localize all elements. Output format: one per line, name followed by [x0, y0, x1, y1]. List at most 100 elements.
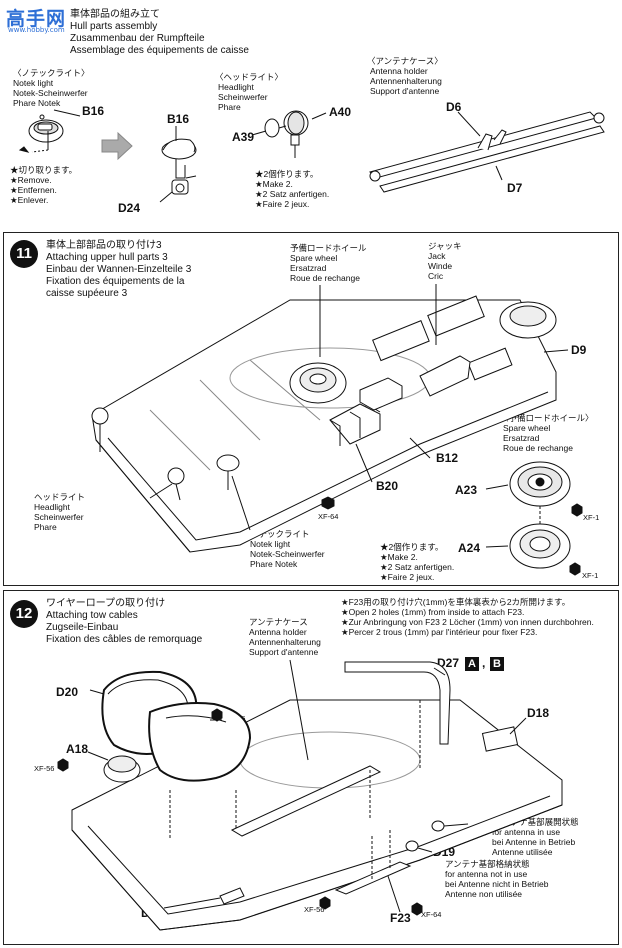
headlight11-jp: ヘッドライト — [34, 492, 86, 502]
make2-fr: ★Faire 2 jeux. — [255, 199, 310, 209]
notek-fr: Phare Notek — [13, 98, 61, 108]
antenna-rail-drawing — [369, 111, 605, 193]
part-b16-b: B16 — [167, 112, 190, 126]
paint-xf1-a: XF-1 — [583, 513, 600, 522]
make2-11-en: ★Make 2. — [380, 552, 418, 562]
variant-b-badge: B — [490, 657, 504, 671]
remove-de: ★Entfernen. — [10, 185, 57, 195]
jack-jp: ジャッキ — [428, 241, 462, 251]
make2-11-fr: ★Faire 2 jeux. — [380, 572, 435, 582]
paint-xf1-b: XF-1 — [582, 571, 599, 580]
drill-note-de: ★Zur Anbringung von F23 2 Löcher (1mm) v… — [341, 617, 594, 627]
part-d27: D27 — [437, 656, 460, 670]
paint-xf64-step11: XF-64 — [318, 512, 339, 521]
top-title-fr: Assemblage des équipements de caisse — [70, 45, 249, 56]
spare-wheel2-fr: Roue de rechange — [503, 443, 573, 453]
part-b16-a: B16 — [82, 104, 105, 118]
part-a23: A23 — [455, 483, 478, 497]
step12-title-en: Attaching tow cables — [46, 610, 138, 621]
make2-de: ★2 Satz anfertigen. — [255, 189, 330, 199]
part-d15: D15 — [141, 906, 164, 920]
part-d9: D9 — [571, 343, 587, 357]
notek11-de: Notek-Scheinwerfer — [250, 549, 325, 559]
step12-title-jp: ワイヤーロープの取り付け — [46, 598, 166, 609]
antenna-notuse-fr: Antenne non utilisée — [445, 889, 523, 899]
antenna-fr: Support d'antenne — [370, 86, 440, 96]
antenna-jp: 〈アンテナケース〉 — [367, 56, 443, 66]
spare-wheel-de: Ersatzrad — [290, 263, 327, 273]
paint-xf64-step12: XF-64 — [421, 910, 442, 919]
variant-a-badge: A — [465, 657, 479, 671]
part-a40: A40 — [329, 105, 352, 119]
part-b12: B12 — [436, 451, 459, 465]
headlight11-de: Scheinwerfer — [34, 512, 84, 522]
step11-title-fr1: Fixation des équipements de la — [46, 276, 185, 287]
part-a39: A39 — [232, 130, 255, 144]
antenna-use-fr: Antenne utilisée — [492, 847, 553, 857]
step12-title-de: Zugseile-Einbau — [46, 622, 119, 633]
top-title-jp: 車体部品の組み立て — [70, 9, 160, 20]
antenna-de: Antennenhalterung — [370, 76, 442, 86]
make2-en: ★Make 2. — [255, 179, 293, 189]
remove-en: ★Remove. — [10, 175, 52, 185]
antenna12-fr: Support d'antenne — [249, 647, 319, 657]
antenna12-en: Antenna holder — [249, 627, 307, 637]
spare-wheel-fr: Roue de rechange — [290, 273, 360, 283]
notek-assembled-drawing — [159, 126, 197, 203]
headlight-fr: Phare — [218, 102, 241, 112]
part-f23: F23 — [390, 911, 411, 925]
part-d19-b: D19 — [433, 845, 456, 859]
notek-jp: 〈ノテックライト〉 — [13, 68, 90, 78]
antenna12-de: Antennenhalterung — [249, 637, 321, 647]
watermark-url: www.hobby.com — [8, 26, 65, 34]
notek-en: Notek light — [13, 78, 54, 88]
jack-de: Winde — [428, 261, 453, 271]
headlight11-fr: Phare — [34, 522, 57, 532]
headlight-drawing — [251, 110, 327, 158]
paint-xf56-c: XF-56 — [304, 905, 325, 914]
paint-xf56-a: XF-56 — [225, 714, 246, 723]
step12-title-fr: Fixation des câbles de remorquage — [46, 634, 203, 645]
step12-number: 12 — [10, 600, 38, 628]
part-a18: A18 — [66, 742, 89, 756]
step11-title-de: Einbau der Wannen-Einzelteile 3 — [46, 264, 192, 275]
notek11-fr: Phare Notek — [250, 559, 298, 569]
step11-number: 11 — [10, 240, 38, 268]
part-d7: D7 — [507, 181, 523, 195]
headlight-de: Scheinwerfer — [218, 92, 268, 102]
part-d18: D18 — [527, 706, 550, 720]
watermark-text: 高手网 — [6, 8, 67, 30]
headlight-jp: 〈ヘッドライト〉 — [215, 72, 284, 82]
variant-comma: , — [482, 656, 486, 670]
headlight11-en: Headlight — [34, 502, 70, 512]
jack-en: Jack — [428, 251, 446, 261]
part-d20: D20 — [56, 685, 79, 699]
part-a24: A24 — [458, 541, 481, 555]
antenna-en: Antenna holder — [370, 66, 428, 76]
part-d19-a: D19 — [472, 817, 495, 831]
part-b20: B20 — [376, 479, 399, 493]
step11-title-jp: 車体上部部品の取り付け3 — [46, 240, 162, 251]
make2-11-de: ★2 Satz anfertigen. — [380, 562, 455, 572]
step11-title-en: Attaching upper hull parts 3 — [46, 252, 168, 263]
notek-light-drawing — [18, 109, 81, 153]
top-title-de: Zusammenbau der Rumpfteile — [70, 33, 205, 44]
paint-xf56-b: XF-56 — [34, 764, 55, 773]
drill-note-jp: ★F23用の取り付け穴(1mm)を車体裏表から2カ所開けます。 — [341, 597, 571, 607]
remove-jp: ★切り取ります。 — [10, 165, 78, 175]
jack-fr: Cric — [428, 271, 444, 281]
part-d6: D6 — [446, 100, 462, 114]
spare-wheel-en: Spare wheel — [290, 253, 338, 263]
headlight-en: Headlight — [218, 82, 254, 92]
spare-wheel-jp: 予備ロードホイール — [290, 243, 367, 253]
notek-de: Notek-Scheinwerfer — [13, 88, 88, 98]
step11-title-fr2: caisse supéeure 3 — [46, 288, 128, 299]
part-d24: D24 — [118, 201, 141, 215]
antenna12-jp: アンテナケース — [249, 617, 308, 627]
top-title-en: Hull parts assembly — [70, 21, 158, 32]
make2-jp: ★2個作ります。 — [255, 169, 319, 179]
remove-fr: ★Enlever. — [10, 195, 49, 205]
watermark-logo: 高手网 — [6, 4, 66, 31]
drill-note-fr: ★Percer 2 trous (1mm) par l'intérieur po… — [341, 627, 538, 637]
drill-note-en: ★Open 2 holes (1mm) from inside to attac… — [341, 607, 525, 617]
